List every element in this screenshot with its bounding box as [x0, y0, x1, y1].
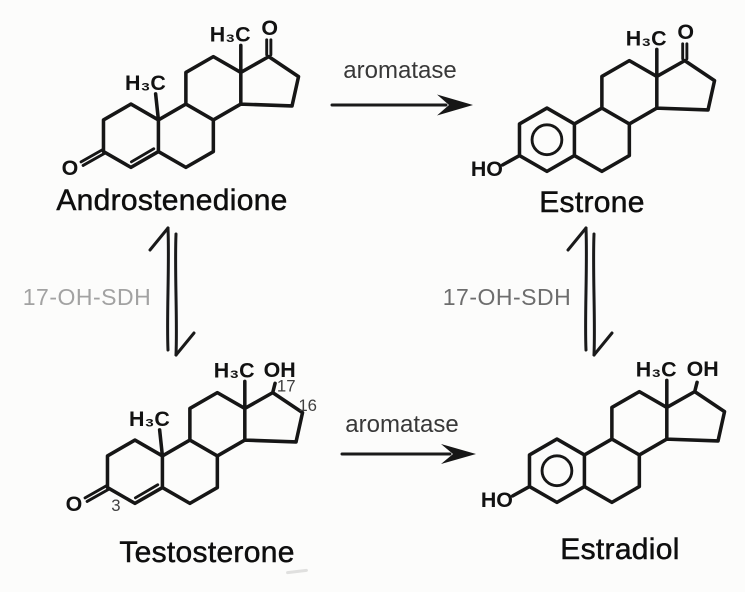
atom-label-keto-c17: O: [677, 20, 694, 44]
steroid-skeleton: [510, 378, 727, 505]
enzyme-label-sdh-right: 17-OH-SDH: [442, 284, 572, 310]
atom-label-methyl-c19: H₃C: [125, 71, 166, 95]
molecule-name-androstenedione: Androstenedione: [56, 184, 288, 218]
molecule-name-estradiol: Estradiol: [560, 533, 680, 567]
enzyme-label-aromatase-bottom: aromatase: [345, 411, 459, 438]
molecule-name-estrone: Estrone: [539, 186, 645, 220]
atom-label-methyl-c18: H₃C: [626, 27, 667, 51]
steroid-skeleton: [500, 47, 717, 174]
atom-label-methyl-c18: H₃C: [636, 358, 677, 382]
atom-label-methyl-c18: H₃C: [214, 359, 255, 383]
molecule-estrone: H₃C O HO: [472, 20, 717, 181]
forward-arrow-icon: [330, 94, 473, 116]
atom-label-hydroxyl-c3: HO: [482, 488, 513, 512]
molecule-estradiol: H₃C OH HO: [482, 357, 727, 512]
molecule-androstenedione: H₃C H₃C O O: [62, 16, 301, 180]
steroid-skeleton: [101, 43, 301, 170]
atom-label-methyl-c18: H₃C: [210, 23, 251, 47]
carbon-number-3: 3: [111, 496, 120, 515]
double-bonds: [79, 38, 273, 167]
molecule-testosterone: H₃C H₃C OH O 17 16 3: [66, 358, 317, 516]
steroid-skeleton: [105, 379, 305, 506]
equilibrium-arrows-icon: [148, 226, 196, 357]
molecule-name-testosterone: Testosterone: [119, 536, 295, 570]
atom-label-keto-c3: O: [62, 156, 79, 180]
atom-label-hydroxyl-c17: OH: [687, 357, 719, 381]
atom-label-hydroxyl-c17: OH: [264, 358, 296, 382]
carbon-number-17: 17: [277, 377, 296, 396]
equilibrium-arrows-icon: [566, 226, 614, 357]
forward-arrow-icon: [340, 444, 476, 464]
carbon-number-16: 16: [298, 396, 317, 415]
atom-label-keto-c3: O: [66, 492, 83, 516]
enzyme-label-aromatase-top: aromatase: [343, 57, 457, 84]
atom-label-hydroxyl-c3: HO: [472, 157, 503, 181]
atom-label-methyl-c19: H₃C: [129, 407, 170, 431]
atom-label-keto-c17: O: [261, 16, 278, 40]
benzene-ring-circle: [530, 123, 564, 157]
enzyme-label-sdh-left: 17-OH-SDH: [22, 284, 152, 310]
benzene-ring-circle: [540, 454, 574, 488]
double-bonds: [681, 42, 689, 61]
double-bonds: [83, 483, 160, 503]
